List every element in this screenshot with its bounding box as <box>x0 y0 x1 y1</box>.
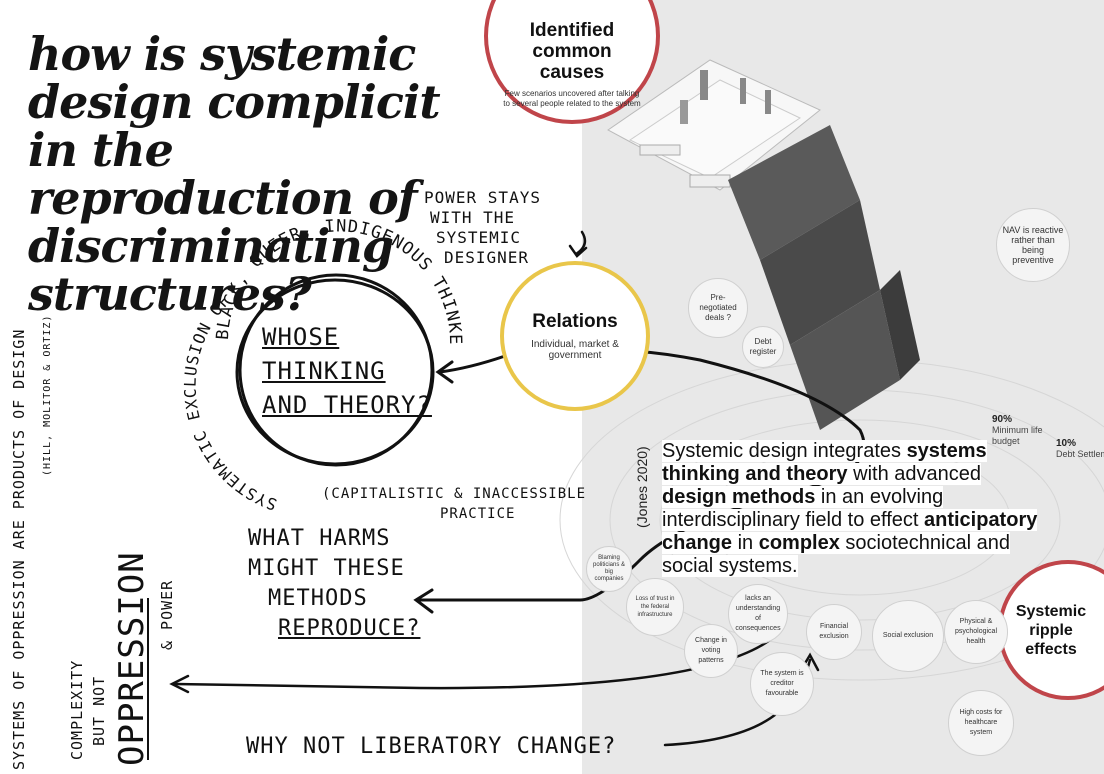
node-voting: Change in voting patterns <box>684 624 738 678</box>
what-harms-note: WHAT HARMS MIGHT THESE METHODS REPRODUCE… <box>248 524 420 644</box>
harms-line-4: REPRODUCE? <box>278 616 421 641</box>
quote-part-7: in <box>732 532 759 554</box>
quote-part-1: Systemic design integrates <box>662 440 907 462</box>
power-arrow <box>568 230 588 258</box>
quote-text: Systemic design integrates systems think… <box>662 440 1038 577</box>
complexity-line-1: COMPLEXITY <box>68 659 86 760</box>
stat-minimum-label: Minimum life budget <box>992 425 1043 446</box>
quote-part-3: with advanced <box>847 463 981 485</box>
stat-settlement-value: 10% <box>1056 438 1077 449</box>
node-consequences: lacks an understanding of consequences <box>728 584 788 644</box>
power-stays-line-3: SYSTEMIC <box>436 228 522 247</box>
node-prenegotiated: Pre-negotiated deals ? <box>688 278 748 338</box>
liberatory-note: WHY NOT LIBERATORY CHANGE? <box>246 734 617 759</box>
power-stays-line-2: WITH THE <box>430 208 516 227</box>
quote-part-9: sociotechnical and social systems. <box>662 532 1010 577</box>
quote-citation: (Jones 2020) <box>634 446 650 528</box>
harms-line-2: MIGHT THESE <box>248 556 405 581</box>
node-creditor: The system is creditor favourable <box>750 652 814 716</box>
power-stays-line-4: DESIGNER <box>444 248 530 267</box>
common-causes-subtitle: Few scenarios uncovered after talking to… <box>503 88 641 108</box>
harms-line-1: WHAT HARMS <box>248 526 391 551</box>
power-stays-line-1: POWER STAYS <box>424 188 541 207</box>
harms-line-3: METHODS <box>268 586 368 611</box>
systemic-design-quote: Systemic design integrates systems think… <box>662 440 1042 578</box>
whose-line-3: AND THEORY? <box>262 391 432 419</box>
oppression-word: OPPRESSION <box>112 551 152 766</box>
whose-line-1: WHOSE <box>262 323 340 351</box>
quote-part-5: in an evolving interdisciplinary field t… <box>662 486 944 531</box>
whose-line-2: THINKING <box>262 357 386 385</box>
stat-minimum-budget: 90% Minimum life budget <box>992 414 1062 447</box>
isometric-office-illustration <box>607 59 821 191</box>
power-stays-note: POWER STAYS WITH THE SYSTEMIC DESIGNER <box>424 188 541 268</box>
and-power-note: & POWER <box>158 579 176 650</box>
capitalistic-note: (CAPITALISTIC & INACCESSIBLE PRACTICE <box>322 484 586 524</box>
relations-circle: Relations Individual, market & governmen… <box>500 261 650 411</box>
node-financial: Financial exclusion <box>806 604 862 660</box>
map-labels-blocks <box>848 115 928 155</box>
page-title: how is systemic design complicit in the … <box>28 27 441 321</box>
node-healthcare: High costs for healthcare system <box>948 690 1014 756</box>
relations-title: Relations <box>532 311 618 332</box>
quote-part-6: anticipatory change <box>662 509 1038 554</box>
complexity-line-2: BUT NOT <box>90 675 108 746</box>
node-debt-register: Debt register <box>742 326 784 368</box>
node-physical: Physical & psychological health <box>944 600 1008 664</box>
common-causes-circle: Identified common causes Few scenarios u… <box>484 0 660 124</box>
node-social: Social exclusion <box>872 600 944 672</box>
quote-part-2: systems thinking and theory <box>662 440 987 485</box>
common-causes-title: Identified common causes <box>529 19 615 83</box>
whose-thinking-circle <box>235 273 435 467</box>
capitalistic-line-2: PRACTICE <box>440 506 516 522</box>
whose-thinking-note: WHOSE THINKING AND THEORY? <box>262 320 432 422</box>
systems-oppression-note: SYSTEMS OF OPPRESSION ARE PRODUCTS OF DE… <box>10 328 28 770</box>
dark-ramp <box>728 125 920 430</box>
node-blaming: Blaming politicians & big companies <box>586 546 632 592</box>
ripple-title: Systemic ripple effects <box>1015 602 1087 658</box>
ripple-effects-circle: Systemic ripple effects <box>998 560 1104 700</box>
quote-part-4: design methods <box>662 486 816 508</box>
stat-settlement-label: Debt Settlement Ac <box>1056 449 1104 459</box>
stat-minimum-value: 90% <box>992 414 1013 425</box>
capitalistic-line-1: (CAPITALISTIC & INACCESSIBLE <box>322 486 587 502</box>
hill-citation: (HILL, MOLITOR & ORTIZ) <box>42 314 53 476</box>
relations-arrow <box>435 354 507 384</box>
quote-part-8: complex <box>758 532 840 554</box>
node-federal: Loss of trust in the federal infrastruct… <box>626 578 684 636</box>
relations-subtitle: Individual, market & government <box>531 339 619 361</box>
stat-debt-settlement: 10% Debt Settlement Ac <box>1056 438 1104 460</box>
node-nav: NAV is reactive rather than being preven… <box>996 208 1070 282</box>
complexity-note: COMPLEXITY BUT NOT <box>66 660 110 760</box>
